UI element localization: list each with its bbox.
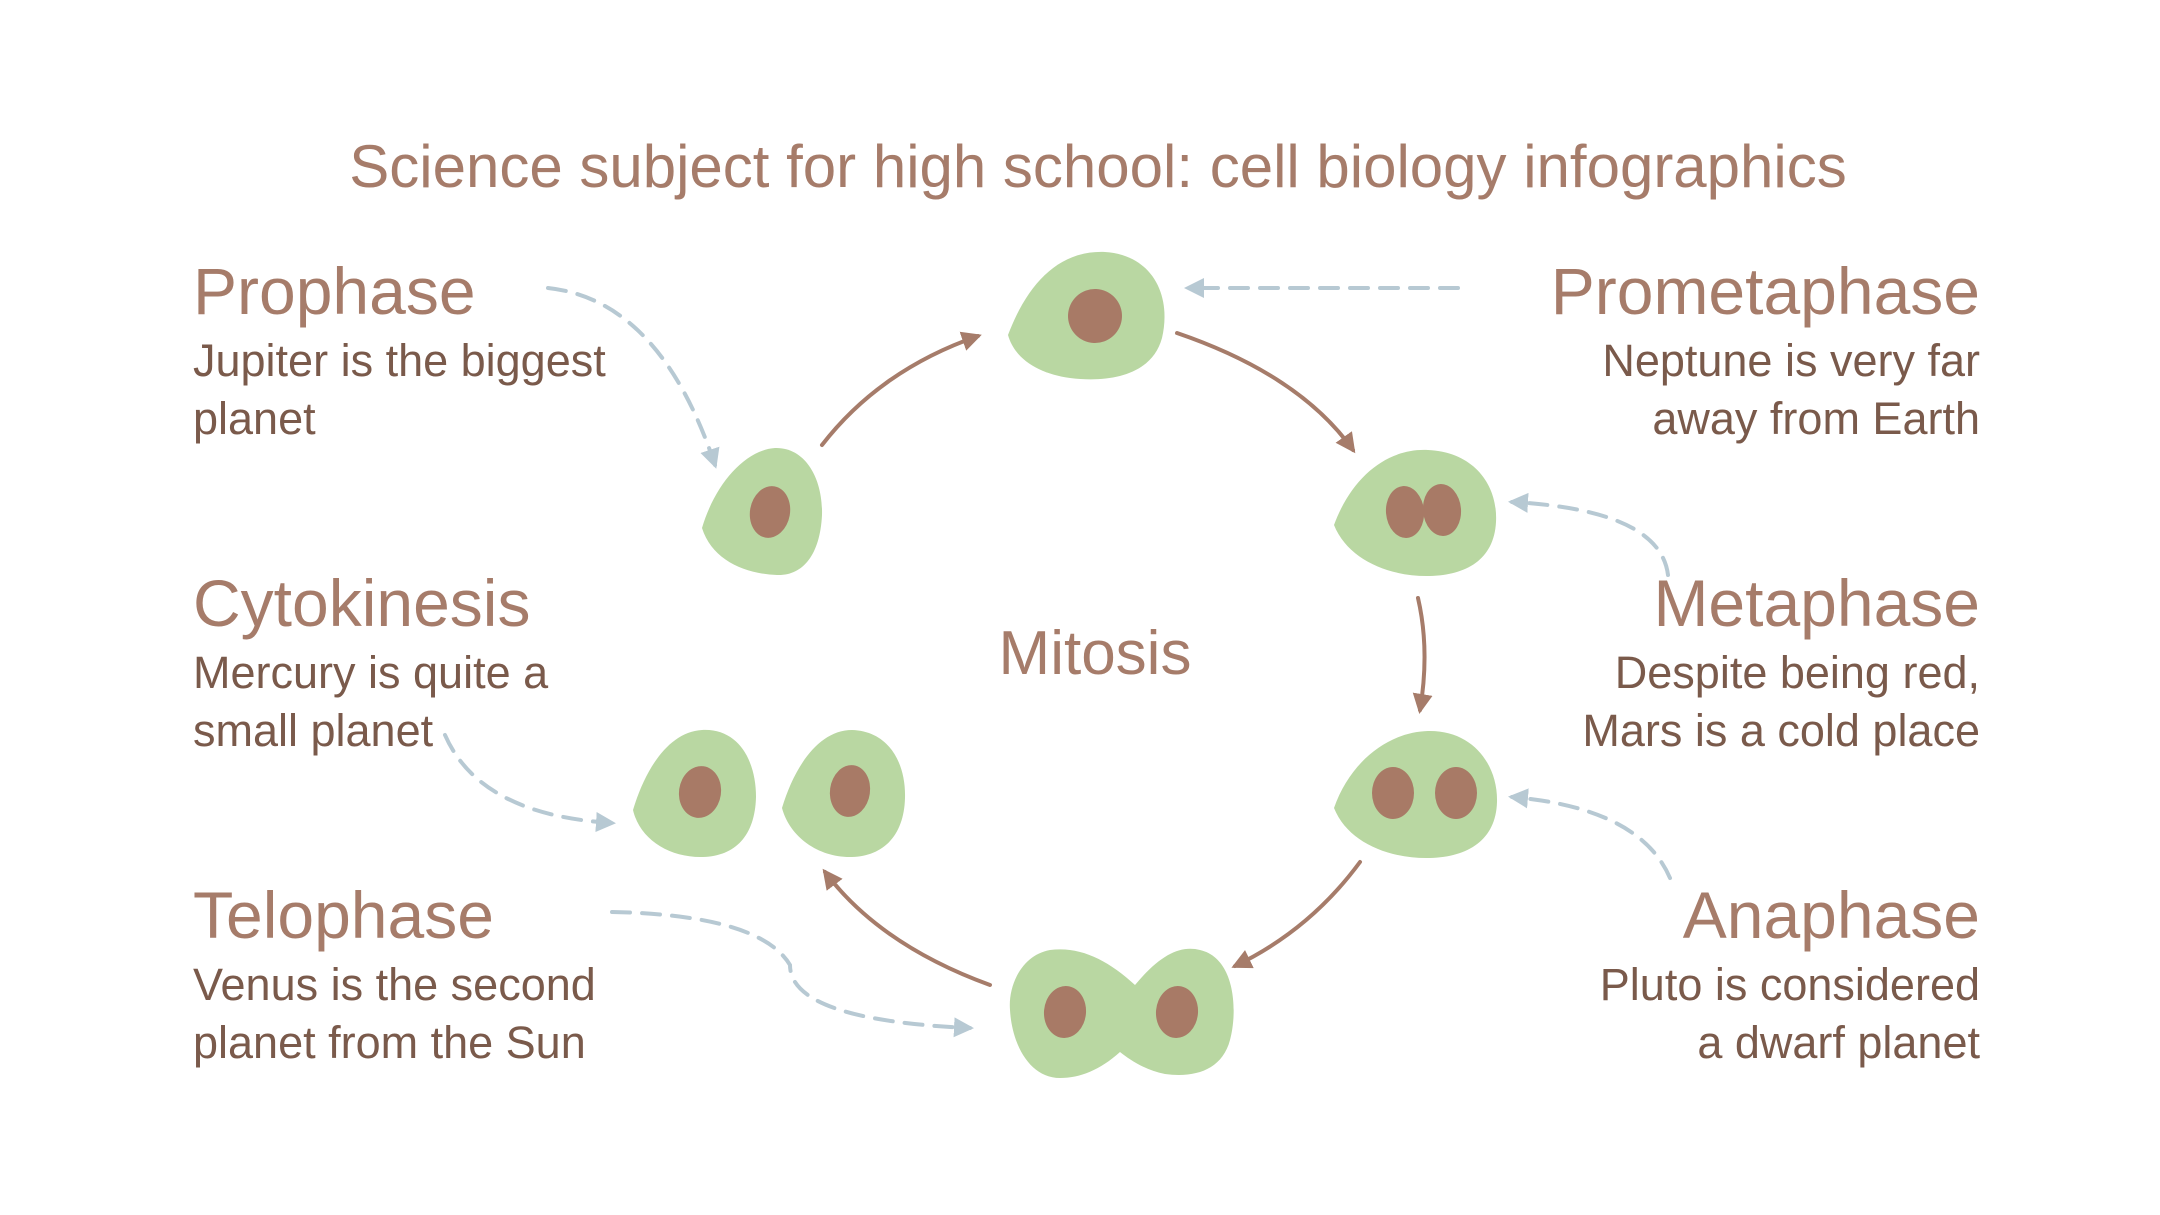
cycle-arrow-metaphase-to-anaphase [1412,596,1433,714]
cell-cytokinesis-left [633,729,756,858]
cycle-arrows [820,331,1433,987]
phase-description-line-2: Mars is a cold place [1582,705,1980,756]
phase-name: Metaphase [1653,566,1980,640]
cycle-arrow-prophase-to-prometaphase [820,331,982,447]
cycle-arrow-prometaphase-to-metaphase [1175,331,1356,454]
cycle-arrow-anaphase-to-telophase [1231,860,1362,969]
phase-description-line-1: Despite being red, [1614,647,1980,698]
pointer-cytokinesis [443,733,616,833]
cell-cytokinesis-right [782,730,906,858]
phase-telophase: Telophase Venus is the second planet fro… [193,876,713,1072]
phase-prometaphase: Prometaphase Neptune is very far away fr… [1460,252,1980,448]
phase-description-line-1: Neptune is very far [1602,335,1980,386]
phase-name: Anaphase [1682,878,1980,952]
phase-description-line-2: small planet [193,705,434,756]
phase-description-line-2: planet [193,393,316,444]
phase-description-line-1: Jupiter is the biggest [193,335,606,386]
pointer-metaphase [1508,492,1670,577]
cell-anaphase [1334,730,1498,859]
phase-metaphase: Metaphase Despite being red, Mars is a c… [1460,564,1980,760]
center-label: Mitosis [998,619,1192,688]
phase-description-line-2: a dwarf planet [1697,1017,1980,1068]
phase-description-line-1: Venus is the second [193,959,596,1010]
phase-description-line-2: away from Earth [1652,393,1980,444]
page-title: Science subject for high school: cell bi… [349,133,1847,200]
phase-description-line-1: Mercury is quite a [193,647,549,698]
phase-name: Cytokinesis [193,566,531,640]
pointer-anaphase [1508,788,1672,880]
pointer-telophase [610,910,974,1038]
phase-anaphase: Anaphase Pluto is considered a dwarf pla… [1460,876,1980,1072]
phase-name: Prophase [193,254,476,328]
phase-name: Prometaphase [1550,254,1980,328]
cell-metaphase [1334,449,1497,577]
cycle-arrow-telophase-to-cytokinesis [822,868,992,987]
pointer-prophase [546,286,720,469]
phase-prophase: Prophase Jupiter is the biggest planet [193,252,713,448]
cell-prophase [702,447,823,576]
phase-description-line-1: Pluto is considered [1599,959,1980,1010]
cell-telophase [1009,948,1234,1078]
phase-cytokinesis: Cytokinesis Mercury is quite a small pla… [193,564,713,760]
pointer-arrows [443,278,1672,1038]
phase-description-line-2: planet from the Sun [193,1017,586,1068]
cell-prometaphase [1008,251,1165,380]
phase-name: Telophase [193,878,494,952]
